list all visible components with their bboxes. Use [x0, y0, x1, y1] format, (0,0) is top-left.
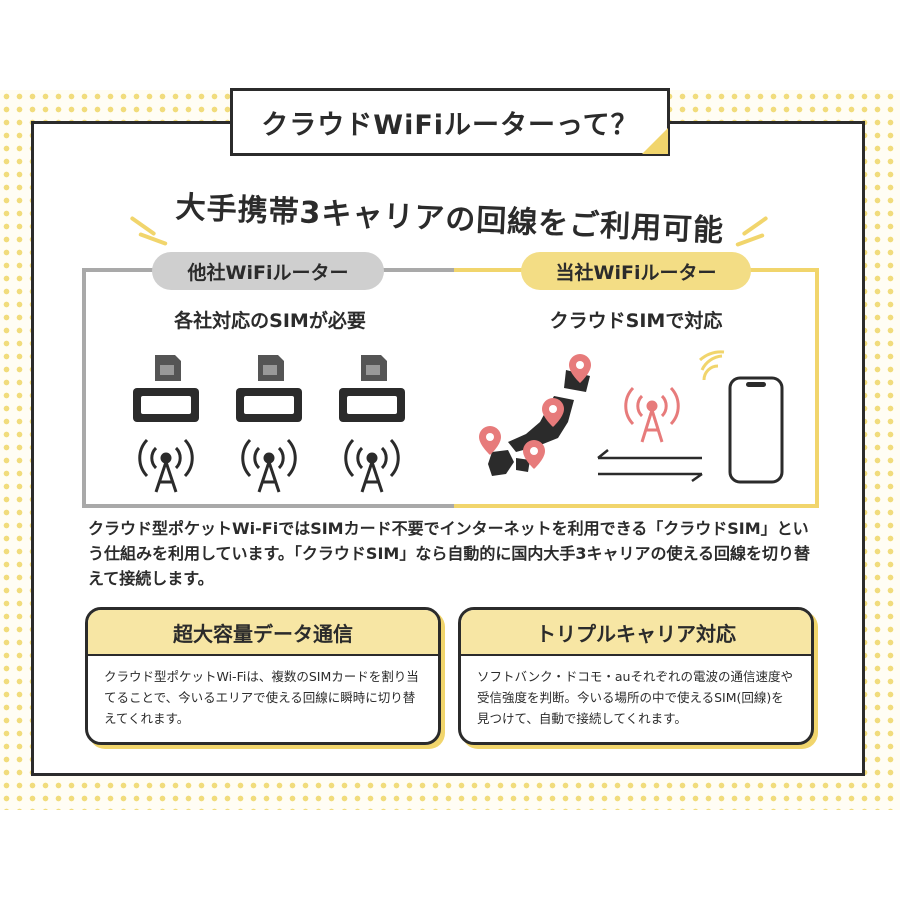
location-pin-icon	[479, 426, 501, 455]
card-title: トリプルキャリア対応	[461, 610, 811, 656]
card-body: ソフトバンク・ドコモ・auそれぞれの電波の通信速度や受信強度を判断。今いる場所の…	[477, 669, 793, 726]
feature-card-capacity: 超大容量データ通信 クラウド型ポケットWi-Fiは、複数のSIMカードを割り当て…	[85, 607, 441, 745]
pocket-router-icon	[133, 388, 199, 422]
router-group-2	[236, 355, 302, 493]
other-router-label: 他社WiFiルーター	[152, 252, 384, 290]
sim-card-icon	[258, 355, 284, 381]
feature-card-triple-carrier: トリプルキャリア対応 ソフトバンク・ドコモ・auそれぞれの電波の通信速度や受信強…	[458, 607, 814, 745]
antenna-tower-icon	[624, 386, 680, 443]
location-pin-icon	[569, 354, 591, 383]
antenna-tower-icon	[344, 438, 400, 493]
router-group-1	[133, 355, 199, 493]
japan-map-icon	[479, 354, 591, 476]
location-pin-icon	[523, 440, 545, 469]
description-text: クラウド型ポケットWi-FiではSIMカード不要でインターネットを利用できる「ク…	[88, 519, 810, 588]
smartphone-icon	[728, 376, 784, 484]
title-corner-accent	[642, 128, 668, 154]
router-group-3	[339, 355, 405, 493]
page-title: クラウドWiFiルーターって？	[230, 88, 670, 156]
sim-card-icon	[155, 355, 181, 381]
other-router-caption: 各社対応のSIMが必要	[174, 310, 366, 332]
our-router-caption: クラウドSIMで対応	[549, 310, 723, 332]
card-title: 超大容量データ通信	[88, 610, 438, 656]
pocket-router-icon	[236, 388, 302, 422]
sim-card-icon	[361, 355, 387, 381]
antenna-tower-icon	[138, 438, 194, 493]
card-body: クラウド型ポケットWi-Fiは、複数のSIMカードを割り当てることで、今いるエリ…	[104, 669, 419, 726]
wifi-signal-icon	[699, 350, 725, 381]
antenna-tower-icon	[241, 438, 297, 493]
location-pin-icon	[542, 398, 564, 427]
exchange-arrows-icon	[597, 449, 703, 483]
our-router-label: 当社WiFiルーター	[521, 252, 751, 290]
pocket-router-icon	[339, 388, 405, 422]
